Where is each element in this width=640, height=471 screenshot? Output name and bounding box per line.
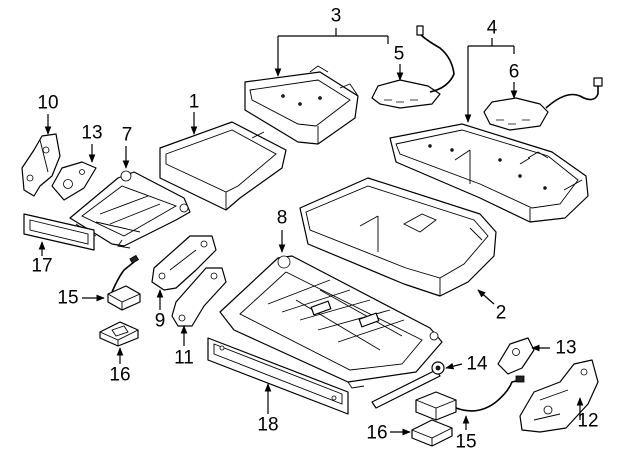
part-clip-16-right	[411, 419, 453, 447]
part-bracket-13-right	[497, 337, 535, 375]
callout-7: 7	[122, 125, 133, 146]
callout-6: 6	[509, 62, 520, 83]
callout-13-right: 13	[555, 338, 576, 359]
leader-lines	[38, 28, 584, 436]
callout-labels: 3 5 4 6 1 10 13 7 17 8 2 15 9 16 11 18 1…	[31, 6, 598, 453]
part-latch-bracket-12	[519, 359, 599, 433]
callout-8: 8	[277, 208, 288, 229]
callout-5: 5	[394, 44, 405, 65]
part-seat-back-cushion-left	[244, 65, 359, 145]
callout-11: 11	[174, 348, 194, 369]
part-bracket-9	[151, 235, 217, 291]
callout-2: 2	[496, 303, 507, 324]
part-seat-frame-front	[69, 170, 191, 249]
callout-12: 12	[577, 411, 598, 432]
part-seat-back-cushion-right	[389, 123, 589, 223]
callout-16-right: 16	[366, 423, 387, 444]
part-bracket-11	[171, 267, 227, 327]
part-heater-pad-left	[371, 25, 455, 109]
part-sensor-15-left	[107, 254, 141, 311]
callout-13-left: 13	[81, 123, 102, 144]
callout-15-right: 15	[455, 432, 476, 453]
part-sensor-15-right	[415, 375, 525, 421]
callout-10: 10	[37, 93, 58, 114]
part-bracket-10	[21, 133, 61, 197]
callout-17: 17	[31, 256, 52, 277]
part-seat-frame-rear	[219, 255, 443, 389]
part-trim-18	[207, 337, 349, 415]
callout-3: 3	[331, 6, 342, 27]
part-bracket-13-left	[51, 161, 97, 201]
callout-16-left: 16	[109, 365, 130, 386]
callout-15-left: 15	[57, 288, 78, 309]
callout-14: 14	[466, 354, 488, 375]
callout-9: 9	[155, 311, 166, 332]
callout-4: 4	[487, 18, 498, 39]
part-seat-cushion-front	[159, 121, 287, 211]
part-strut-14	[371, 361, 445, 409]
part-trim-17	[23, 213, 95, 251]
callout-1: 1	[189, 92, 200, 113]
part-heater-pad-right	[483, 77, 603, 131]
part-clip-16-left	[99, 321, 139, 347]
callout-18: 18	[257, 415, 278, 436]
part-seat-cushion-rear	[299, 177, 497, 297]
